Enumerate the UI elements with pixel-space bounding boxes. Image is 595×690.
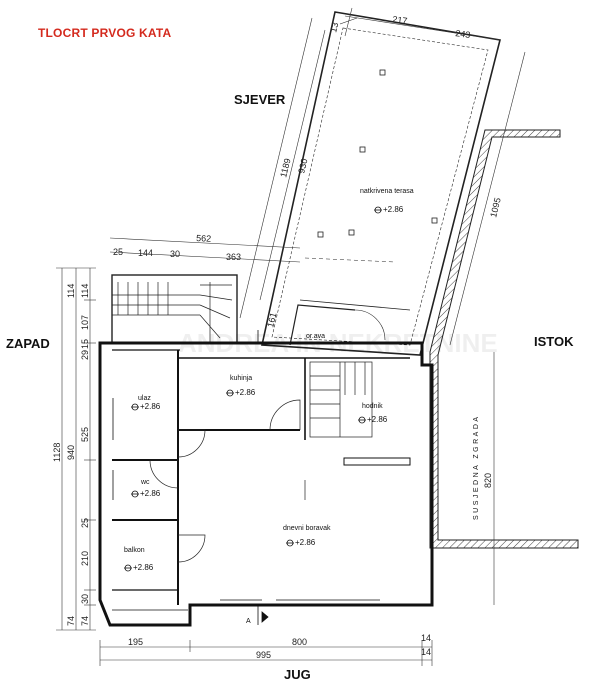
section-markers [257,330,269,625]
dim-525: 525 [80,427,90,442]
dimension-lines [56,7,526,666]
pantry-outline [289,304,386,346]
dim-820: 820 [483,473,493,488]
room-label-balcony: balkon [124,547,145,554]
staircase-inner [309,361,373,438]
dim-217: 217 [392,14,408,26]
dim-13: 13 [328,21,340,33]
dim-161: 161 [265,311,278,328]
neighbor-label: SUSJEDNA ZGRADA [473,414,480,520]
dim-1095: 1095 [488,197,503,219]
dim-800: 800 [292,637,307,647]
dim-562: 562 [196,233,212,244]
room-label-entrance: ulaz [138,395,151,402]
level-hallway: +2.86 [367,415,388,424]
dim-1128: 1128 [52,443,62,462]
level-wc: +2.86 [140,489,161,498]
level-balcony: +2.86 [133,563,154,572]
door-swings [149,399,306,563]
room-label-kitchen: kuhinja [230,375,252,382]
dim-w-30: 30 [170,249,180,259]
room-label-hallway: hodnik [362,403,383,410]
dim-210: 210 [80,551,90,566]
room-label-pantry: or.ava [306,333,325,340]
level-kitchen: +2.86 [235,388,256,397]
staircase-west [111,274,238,344]
dim-74-a: 74 [66,616,76,626]
dim-left-25: 25 [80,518,90,528]
plan-title: TLOCRT PRVOG KATA [38,26,172,40]
dim-14-b: 14 [421,647,431,657]
room-label-terrace: natkrivena terasa [360,188,414,195]
level-marker-terrace-icon [374,206,382,214]
dim-114-a: 114 [66,284,76,298]
dim-left-30: 30 [80,594,90,604]
dim-114-b: 114 [80,284,90,298]
neighbor-building [429,129,579,549]
terrace-outline [261,11,501,356]
level-terrace: +2.86 [383,205,404,214]
dim-107: 107 [80,315,90,330]
compass-east: ISTOK [534,334,574,349]
dim-15: 15 [80,339,90,349]
dim-w-25: 25 [113,247,123,257]
dim-930: 930 [296,157,309,174]
dim-195: 195 [128,637,143,647]
dim-995: 995 [256,650,271,660]
dim-363: 363 [226,252,241,262]
dim-29: 29 [80,350,90,360]
dim-940: 940 [66,445,76,460]
dim-1189: 1189 [278,157,292,178]
main-walls [98,341,434,627]
dim-14-a: 14 [421,633,431,643]
compass-south: JUG [284,667,311,682]
level-marker-icons [124,389,366,572]
level-living: +2.86 [295,538,316,547]
section-marker-label: A [246,618,251,625]
level-entrance: +2.86 [140,402,161,411]
dim-74-b: 74 [80,616,90,626]
dim-144: 144 [138,248,153,258]
dim-243: 243 [455,28,471,40]
room-label-living: dnevni boravak [283,525,331,532]
room-label-wc: wc [140,479,150,486]
compass-north: SJEVER [234,92,286,107]
compass-west: ZAPAD [6,336,50,351]
